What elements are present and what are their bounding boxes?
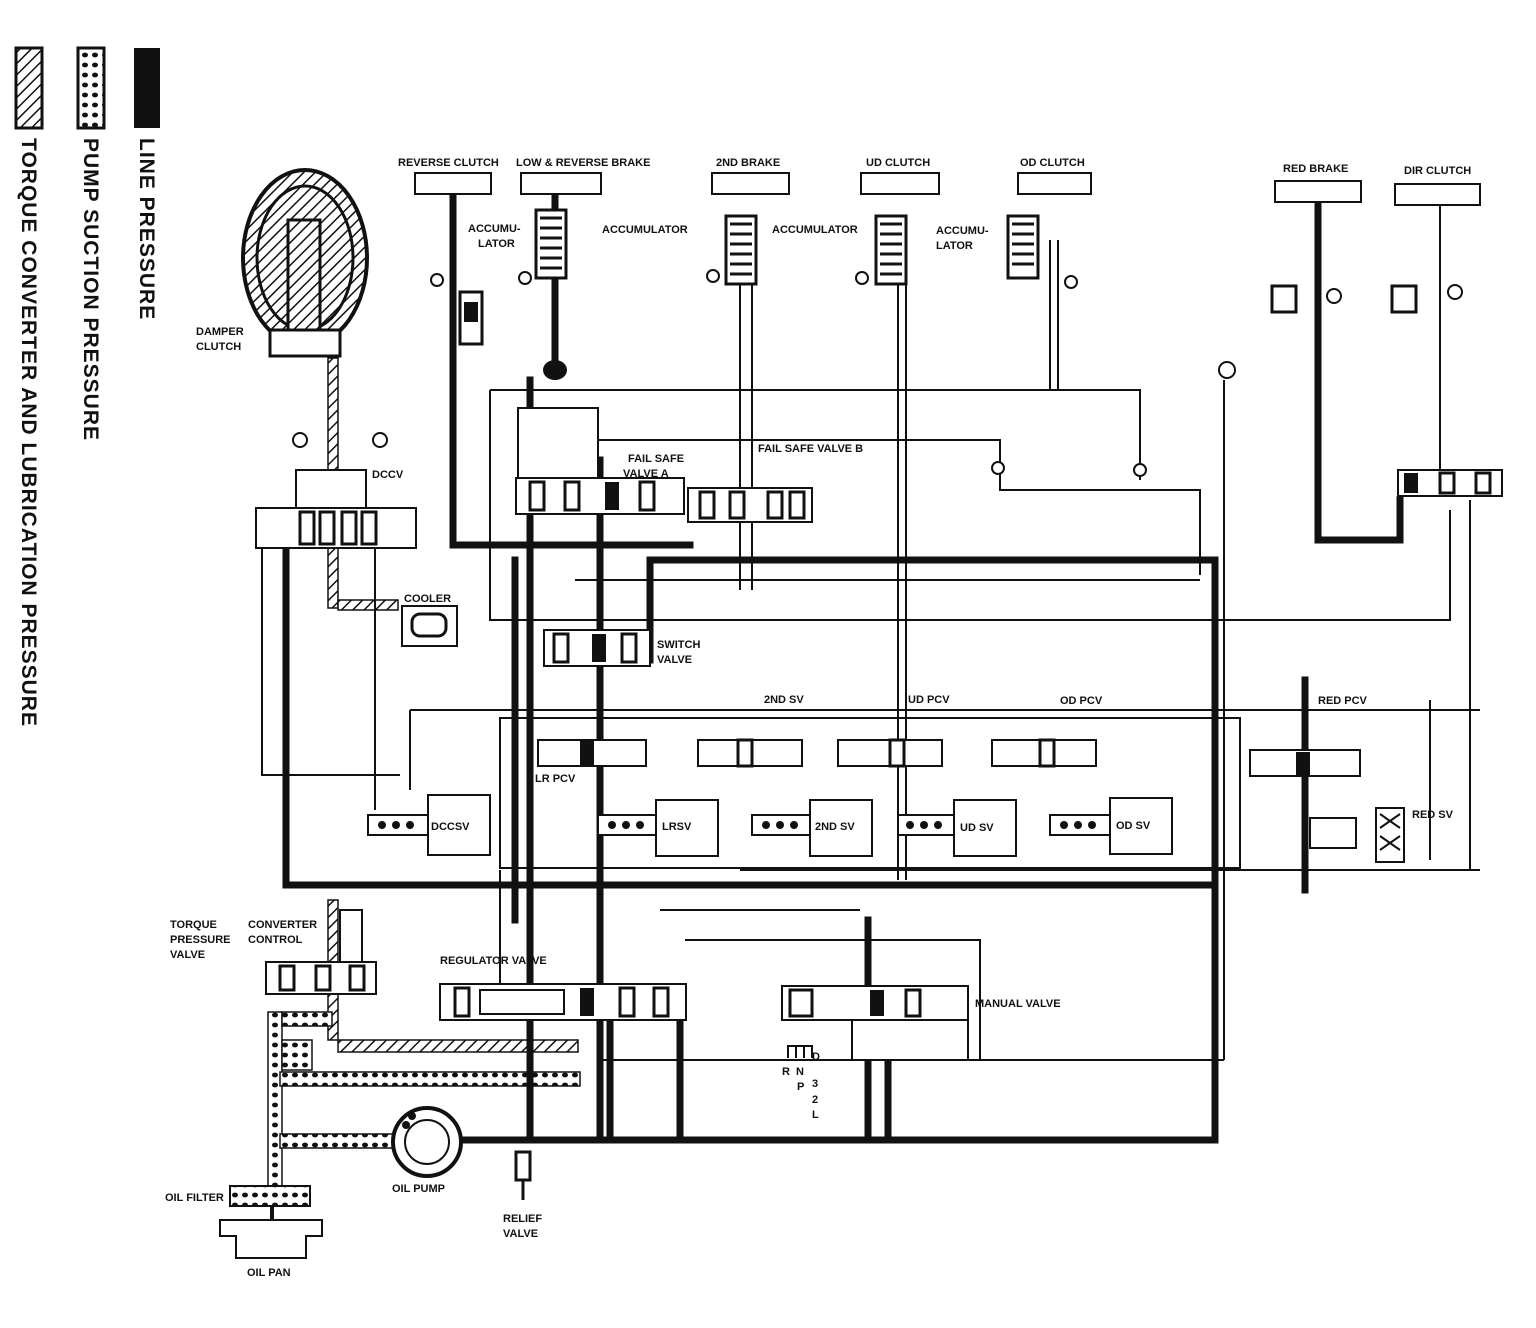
lrsv-label: LRSV bbox=[662, 821, 692, 833]
legend-line-pressure: LINE PRESSURE bbox=[135, 138, 158, 320]
accumulator-label-4b: LATOR bbox=[936, 240, 973, 252]
low-reverse-brake-label: LOW & REVERSE BRAKE bbox=[516, 157, 650, 169]
dccv-valve bbox=[255, 469, 417, 549]
switch-valve-label: SWITCH bbox=[657, 639, 700, 651]
torque-pressure-valve-label-2: PRESSURE bbox=[170, 934, 231, 946]
red-sv-label: RED SV bbox=[1412, 809, 1454, 821]
od-sv-label: OD SV bbox=[1116, 820, 1151, 832]
regulator-valve-label: REGULATOR VALVE bbox=[440, 955, 547, 967]
relief-valve bbox=[514, 1150, 532, 1200]
lrsv-solenoid bbox=[597, 799, 719, 857]
fail-safe-b-label: FAIL SAFE VALVE B bbox=[758, 443, 863, 455]
accumulator-2nd-brake bbox=[724, 214, 758, 286]
dccv-label: DCCV bbox=[372, 469, 404, 481]
regulator-valve bbox=[439, 983, 687, 1021]
od-pcv-label: OD PCV bbox=[1060, 695, 1103, 707]
second-brake: 2ND BRAKE bbox=[711, 157, 790, 195]
oil-pan bbox=[219, 1219, 323, 1259]
accumulator-label-1: ACCUMU- bbox=[468, 223, 521, 235]
accumulator-reverse-clutch bbox=[458, 290, 484, 346]
torque-pressure-valve-label: TORQUE bbox=[170, 919, 217, 931]
second-sv-solenoid bbox=[751, 799, 873, 857]
od-sv-solenoid bbox=[1049, 797, 1173, 855]
ud-clutch: UD CLUTCH bbox=[860, 157, 940, 195]
second-brake-label: 2ND BRAKE bbox=[716, 157, 780, 169]
dir-control-valve bbox=[1270, 284, 1503, 497]
ud-clutch-label: UD CLUTCH bbox=[866, 157, 930, 169]
selector-d: D bbox=[812, 1051, 820, 1063]
legend-pump-suction-pressure: PUMP SUCTION PRESSURE bbox=[79, 138, 102, 441]
red-pcv-label: RED PCV bbox=[1318, 695, 1368, 707]
accumulator-label-4: ACCUMU- bbox=[936, 225, 989, 237]
switch-valve bbox=[543, 629, 651, 667]
dccsv-solenoid bbox=[367, 794, 491, 856]
damper-clutch-label-2: CLUTCH bbox=[196, 341, 241, 353]
fail-safe-a-label: FAIL SAFE bbox=[628, 453, 684, 465]
fail-safe-a-label-2: VALVE A bbox=[623, 468, 669, 480]
damper-clutch-label: DAMPER bbox=[196, 326, 244, 338]
red-sv-solenoid bbox=[1309, 807, 1405, 863]
second-sv-top-label: 2ND SV bbox=[764, 694, 804, 706]
selector-n: N bbox=[796, 1066, 804, 1078]
legend-swatch-torque-converter bbox=[14, 46, 44, 130]
check-balls bbox=[292, 269, 1463, 477]
accumulator-low-reverse bbox=[534, 208, 568, 280]
oil-filter-label: OIL FILTER bbox=[165, 1192, 224, 1204]
thin-passages bbox=[261, 205, 1480, 1061]
cooler bbox=[401, 605, 458, 647]
fail-safe-valve-a bbox=[515, 407, 685, 515]
selector-2: 2 bbox=[812, 1094, 818, 1106]
relief-valve-label-2: VALVE bbox=[503, 1228, 538, 1240]
dir-clutch-label: DIR CLUTCH bbox=[1404, 165, 1471, 177]
oil-pan-label: OIL PAN bbox=[247, 1267, 291, 1279]
ud-sv-solenoid bbox=[897, 799, 1017, 857]
accumulator-label-2: ACCUMULATOR bbox=[602, 224, 688, 236]
low-reverse-brake: LOW & REVERSE BRAKE bbox=[516, 157, 650, 195]
dir-clutch: DIR CLUTCH bbox=[1394, 165, 1481, 206]
manual-valve-label: MANUAL VALVE bbox=[975, 998, 1061, 1010]
legend-swatch-pump-suction bbox=[76, 46, 106, 130]
torque-pressure-valve bbox=[265, 961, 377, 995]
fail-safe-valve-b bbox=[687, 487, 813, 523]
torque-pressure-valve-label-3: VALVE bbox=[170, 949, 205, 961]
cooler-label: COOLER bbox=[404, 593, 451, 605]
od-clutch: OD CLUTCH bbox=[1017, 157, 1092, 195]
dccsv-label: DCCSV bbox=[431, 821, 470, 833]
legend: LINE PRESSURE PUMP SUCTION PRESSURE TORQ… bbox=[14, 46, 160, 727]
legend-torque-converter-lubrication: TORQUE CONVERTER AND LUBRICATION PRESSUR… bbox=[17, 138, 40, 727]
ud-sv-label: UD SV bbox=[960, 822, 994, 834]
reverse-clutch: REVERSE CLUTCH bbox=[398, 157, 499, 195]
manual-valve bbox=[781, 985, 969, 1061]
ud-pcv-label: UD PCV bbox=[908, 694, 950, 706]
accumulator-ud-clutch bbox=[874, 214, 908, 286]
red-brake: RED BRAKE bbox=[1274, 163, 1362, 203]
converter-control-label-2: CONTROL bbox=[248, 934, 303, 946]
selector-r: R bbox=[782, 1066, 790, 1078]
pressure-control-valves bbox=[499, 717, 1361, 869]
pump-suction-lines bbox=[267, 1011, 581, 1193]
converter-control-label: CONVERTER bbox=[248, 919, 317, 931]
legend-swatch-line-pressure bbox=[134, 48, 160, 128]
red-brake-label: RED BRAKE bbox=[1283, 163, 1348, 175]
accumulator-label-1b: LATOR bbox=[478, 238, 515, 250]
switch-valve-label-2: VALVE bbox=[657, 654, 692, 666]
selector-l: L bbox=[812, 1109, 819, 1121]
selector-3: 3 bbox=[812, 1078, 818, 1090]
accumulator-label-3: ACCUMULATOR bbox=[772, 224, 858, 236]
lr-pcv-label: LR PCV bbox=[535, 773, 576, 785]
od-clutch-label: OD CLUTCH bbox=[1020, 157, 1085, 169]
relief-valve-label: RELIEF bbox=[503, 1213, 542, 1225]
selector-p: P bbox=[797, 1081, 804, 1093]
second-sv-label: 2ND SV bbox=[815, 821, 855, 833]
oil-pump-label: OIL PUMP bbox=[392, 1183, 445, 1195]
torque-converter bbox=[241, 168, 369, 358]
shift-selector: R N P D 3 2 L bbox=[782, 1045, 820, 1121]
reverse-clutch-label: REVERSE CLUTCH bbox=[398, 157, 499, 169]
accumulator-od-clutch bbox=[1006, 214, 1040, 280]
oil-pump bbox=[391, 1106, 463, 1178]
